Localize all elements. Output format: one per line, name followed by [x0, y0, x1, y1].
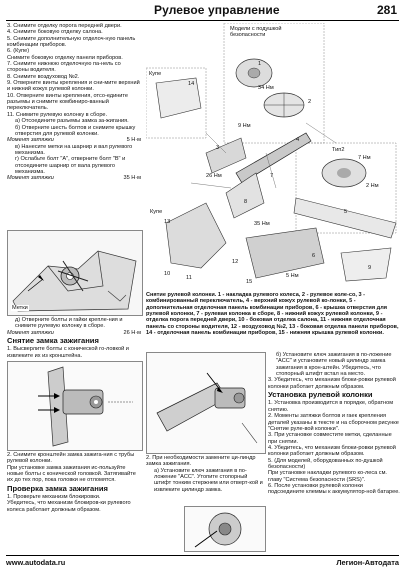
- section-title-ignition-removal: Снятие замка зажигания: [7, 336, 99, 346]
- text-line: 6. (Купе): [7, 48, 30, 55]
- figure-ignition-bracket: [7, 361, 143, 451]
- lock-pin-drawing: [185, 507, 265, 551]
- part-number: 11: [186, 275, 192, 281]
- left-column-text-2: д) Отверните болты и гайки крепле-ния и …: [7, 317, 141, 359]
- text-line: При установке накладки рулевого ко-леса …: [268, 470, 387, 483]
- torque-label: 34 Нм: [258, 85, 274, 91]
- part-number: 7: [270, 173, 274, 179]
- text-line: б) Отверните шесть болтов и снимите крыш…: [15, 124, 136, 137]
- page-header: Рулевое управление 281: [6, 2, 399, 21]
- torque-label: 5 Нм: [286, 273, 299, 279]
- footer-website-link[interactable]: www.autodata.ru: [6, 558, 66, 567]
- part-number: 15: [246, 279, 253, 285]
- text-line: 4. Снимите боковую отделку салона.: [7, 29, 103, 36]
- part-number: 5: [344, 209, 348, 215]
- figure-shaft-marks: Метки: [7, 230, 143, 316]
- text-line: 6. После установки рулевой колонки подсо…: [268, 482, 400, 496]
- page-footer: www.autodata.ru Легион-Автодата: [6, 555, 399, 568]
- left-column-text: 3. Снимите отделку порога передней двери…: [7, 23, 141, 182]
- part-number: 8: [244, 199, 248, 205]
- figure-key-cylinder: [146, 352, 266, 454]
- text-line: Снимите боковую отделку панели приборов.: [7, 54, 123, 61]
- text-line: 7. Снимите нижнюю отделочную па-нель со …: [7, 61, 121, 74]
- text-line: 8. Снимите воздуховод №2.: [7, 73, 80, 80]
- torque-label: 2 Нм: [366, 183, 379, 189]
- text-line: г) Ослабьте болт "А", отверните болт "В"…: [15, 156, 126, 175]
- part-number: 9: [368, 265, 372, 271]
- text-line: 4. Убедитесь, что механизм блоки-ровки р…: [268, 444, 396, 458]
- exploded-view-caption: Снятие рулевой колонки. 1 - накладка рул…: [146, 292, 399, 337]
- exploded-view-drawing: [146, 23, 400, 289]
- part-number: 2: [308, 99, 312, 105]
- page-title: Рулевое управление: [154, 3, 280, 17]
- text-line: Убедитесь, что механизм блокиров-ки руле…: [7, 500, 131, 513]
- torque-label: 7 Нм: [358, 155, 371, 161]
- page-number: 281: [376, 3, 397, 17]
- text-line: 1. Проверьте механизм блокировки.: [7, 494, 101, 501]
- torque-label: 26 Нм: [206, 173, 222, 179]
- text-line: При установке замка зажигания ис-пользуй…: [7, 464, 136, 484]
- text-line: а) Отсоедините разъемы замка за-жигания.: [15, 118, 129, 125]
- section-title-ignition-check: Проверка замка зажигания: [7, 483, 108, 493]
- text-line: 9. Отверните винты крепления и сни-мите …: [7, 80, 140, 93]
- text-line: 3. Убедитесь, что механизм блоки-ровки р…: [268, 377, 396, 390]
- part-number: 1: [258, 61, 262, 67]
- text-line: 11. Снимите рулевую колонку в сборе.: [7, 111, 108, 118]
- text-line: д) Отверните болты и гайки крепле-ния и …: [15, 317, 123, 330]
- part-number: 4: [296, 137, 300, 143]
- figure-label-marks: Метки: [11, 305, 29, 311]
- footer-publisher: Легион-Автодата: [336, 558, 399, 567]
- section-title-column-install: Установка рулевой колонки: [268, 390, 373, 400]
- part-number: 14: [188, 81, 195, 87]
- text-line: 3. Снимите отделку порога передней двери…: [7, 23, 122, 29]
- part-number: 10: [164, 271, 171, 277]
- text-line: 2. Снимите кронштейн замка зажига-ния с …: [7, 452, 135, 465]
- torque-label: 9 Нм: [238, 123, 251, 129]
- text-line: 5. (Для моделей, оборудованных по-душкой…: [268, 457, 383, 470]
- text-line: 1. Высверлите болты с конической го-ловк…: [7, 346, 129, 359]
- text-line: б) Установите ключ зажигания в по-ложени…: [276, 352, 392, 378]
- text-line: 3. При установке совместите метки, сдела…: [268, 432, 392, 445]
- text-line: 2. Моменты затяжки болтов и гаек креплен…: [268, 413, 399, 432]
- part-number: 3: [216, 145, 220, 151]
- text-line: а) Установите ключ зажигания в по-ложени…: [154, 467, 263, 493]
- label-airbag-models: Модели с подушкой безопасности: [230, 26, 282, 38]
- figure-exploded-view: Модели с подушкой безопасности Купе Купе…: [146, 23, 400, 289]
- text-line: 2. При необходимости замените ци-линдр з…: [146, 455, 256, 468]
- right-column-text: б) Установите ключ зажигания в по-ложени…: [268, 352, 400, 496]
- text-line: 1. Установка производится в порядке, обр…: [268, 400, 394, 413]
- text-line: 10. Отверните винты крепления, отсо-един…: [7, 92, 129, 112]
- key-cylinder-drawing: [147, 353, 265, 453]
- label-type2: Тип2: [332, 147, 345, 153]
- figure-lock-pin: [184, 506, 266, 552]
- mid-column-text: 2. При необходимости замените ци-линдр з…: [146, 455, 264, 493]
- text-line: в) Нанесите метки на шарнир и вал рулево…: [15, 143, 133, 156]
- part-number: 13: [164, 219, 171, 225]
- ignition-bracket-drawing: [8, 362, 142, 450]
- part-number: 6: [312, 253, 316, 259]
- left-column-text-3: 2. Снимите кронштейн замка зажига-ния с …: [7, 452, 141, 513]
- label-coupe: Купе: [149, 71, 162, 77]
- text-line: 5. Снимите дополнительную отделоч-ную па…: [7, 35, 136, 49]
- shaft-marks-drawing: [8, 231, 142, 315]
- label-coupe-2: Купе: [150, 209, 163, 215]
- part-number: 12: [232, 259, 239, 265]
- torque-label: 35 Нм: [254, 221, 270, 227]
